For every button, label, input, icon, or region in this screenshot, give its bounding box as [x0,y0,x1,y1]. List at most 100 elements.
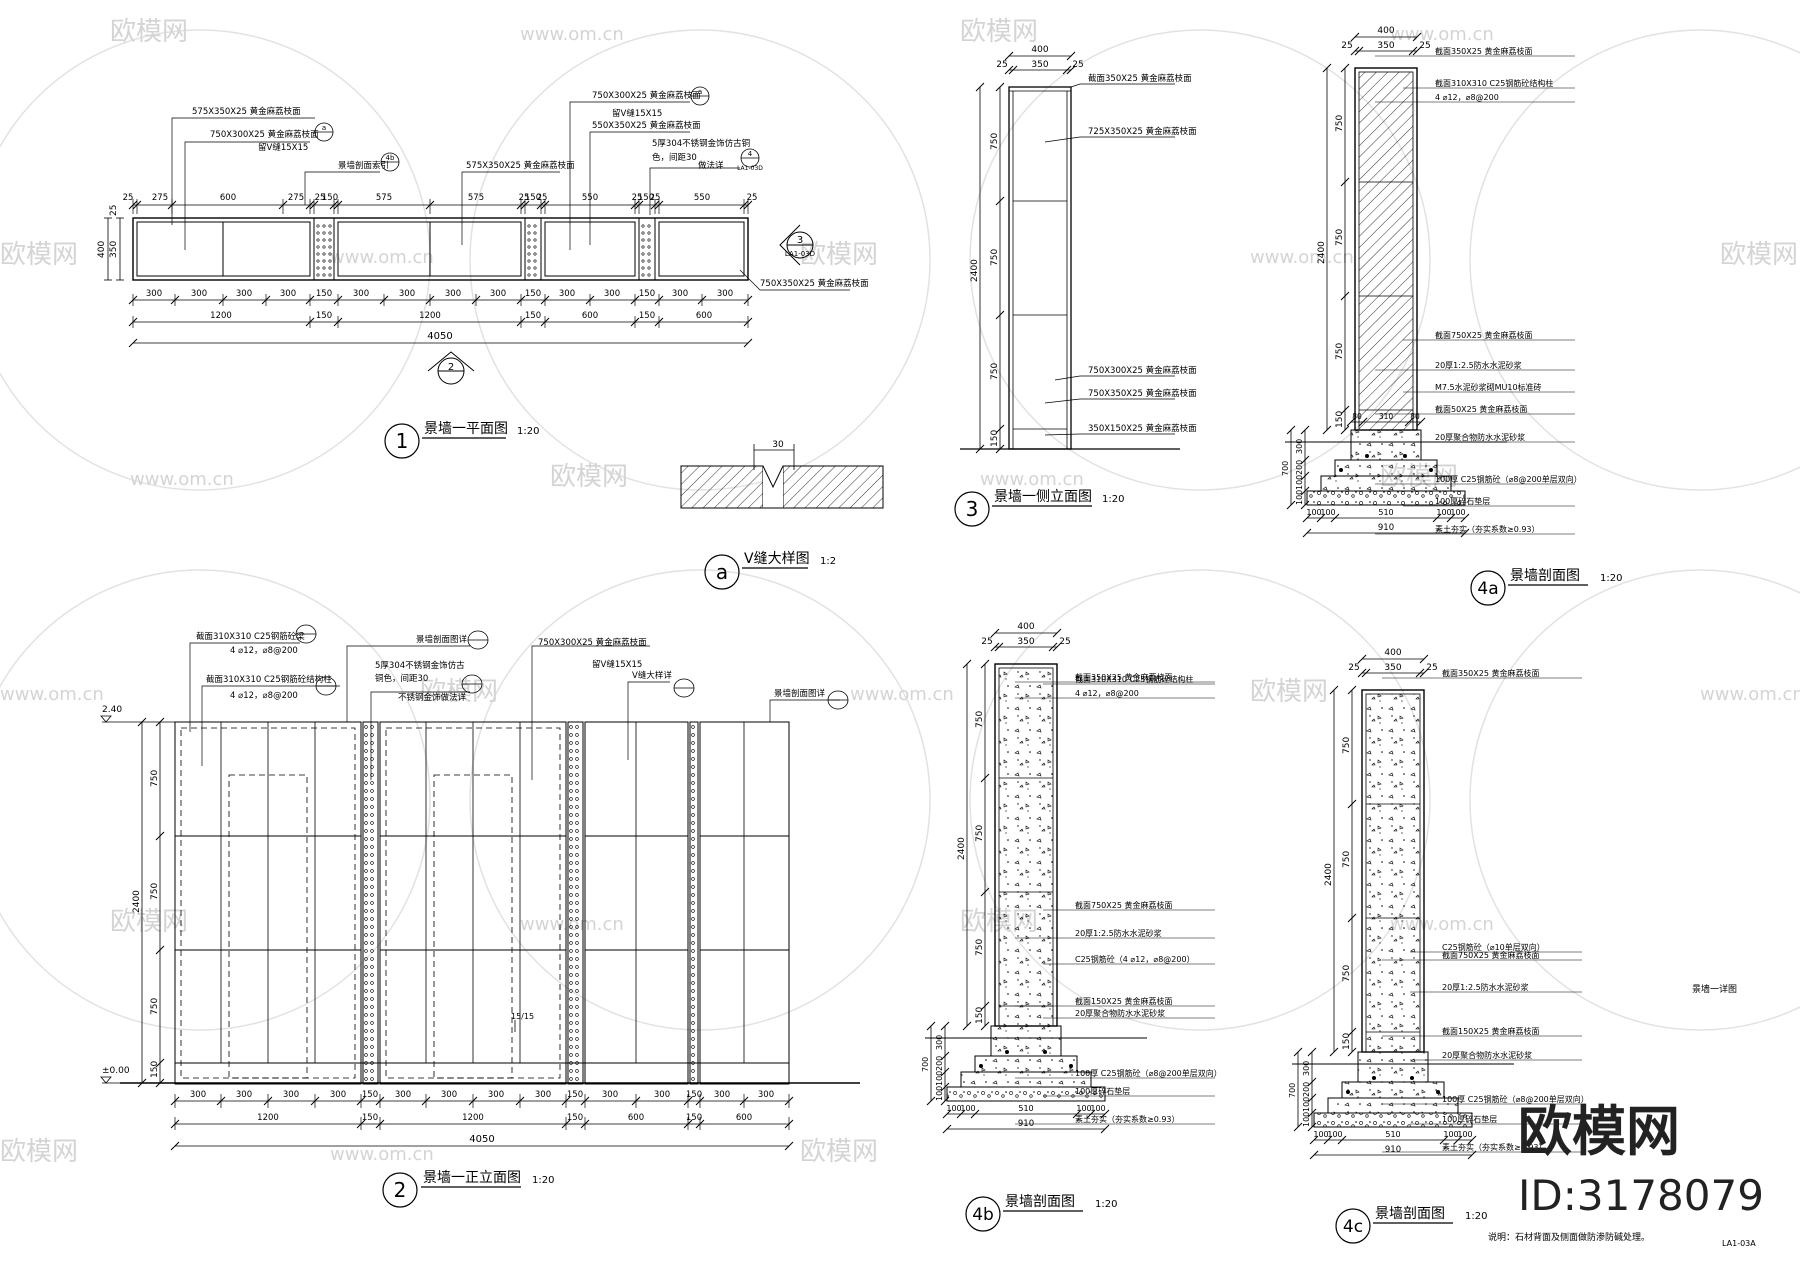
plan-label-0: 575X350X25 黄金麻荔枝面 [192,106,301,117]
sec4a-label-7: 20厚聚合物防水水泥砂浆 [1435,432,1525,442]
plan-bottom-dim: 300 [399,289,415,299]
plan-bottom-dim: 150 [316,289,332,299]
elev-bottom-dim-sum: 150 [567,1113,583,1123]
plan-label-10: 做法详 [698,160,724,171]
elev-bottom-dim: 150 [362,1090,378,1100]
sec4c-left-dim-2: 750 [1342,965,1352,982]
plan-ref-4-sheet: LA1-03D [737,165,763,172]
plan-top-dim: 600 [220,193,236,203]
plan-bottom-dim: 300 [191,289,207,299]
plan-left-dim-25: 25 [109,205,119,216]
sec4c-total-h: 2400 [1324,863,1334,886]
watermark-text: www.om.cn [520,24,624,45]
elev-bottom-dim: 300 [283,1090,299,1100]
elev-bottom-dim-sum: 150 [686,1113,702,1123]
sec4c-bottom-total: 910 [1385,1145,1401,1155]
plan-bottom-dim: 300 [717,289,733,299]
elev-bottom-dim-sum: 150 [362,1113,378,1123]
plan-total-dim: 4050 [427,331,452,342]
elev-label-1: 4 ⌀12，⌀8@200 [230,646,298,656]
plan-label-5: 750X300X25 黄金麻荔枝面 [592,90,701,101]
sec4c-bottom-dim: 100 [1443,1130,1458,1139]
side-title-num: 3 [966,497,979,521]
elev-label-9: 留V缝15X15 [592,659,642,670]
sec4a-label-3: 截面750X25 黄金麻荔枝面 [1435,330,1532,340]
elev-bottom-dim: 150 [567,1090,583,1100]
sec4a-left-dim-1: 750 [1335,229,1345,246]
watermark-text: 欧模网 [1720,240,1798,270]
sec4b-found-total: 700 [921,1057,930,1072]
plan-title-num: 1 [396,429,409,453]
sec4c-label-1: C25钢筋砼（⌀10单层双向） [1442,942,1545,952]
side-left-dim-0: 750 [990,133,1000,150]
sec4b-found-dim-3: 100 [935,1086,944,1101]
plan-top-dim: 575 [376,193,392,203]
side-label-0: 截面350X25 黄金麻荔枝面 [1088,73,1192,84]
sec4a-label-8: 100厚 C25钢筋砼（⌀8@200单层双向） [1435,474,1582,484]
sec4a-label-2: 4 ⌀12，⌀8@200 [1435,93,1499,102]
sec4b-label-6: 截面150X25 黄金麻荔枝面 [1075,996,1172,1006]
side-label-4: 350X150X25 黄金麻荔枝面 [1088,423,1197,434]
sec4b-label-7: 20厚聚合物防水水泥砂浆 [1075,1008,1165,1018]
sec4b-left-dim-0: 750 [975,711,985,728]
plan-ref-a: a [322,124,326,132]
sec4c-left-dim-0: 750 [1342,737,1352,754]
sec4c-found-total: 700 [1288,1083,1297,1098]
elev-label-3: 4 ⌀12，⌀8@200 [230,691,298,701]
plan-bottom-dim: 150 [639,289,655,299]
sec4c-found-dim-0: 300 [1302,1061,1311,1076]
side-left-dim-3: 150 [990,430,1000,447]
side-top-dim-25b: 25 [1072,60,1083,70]
plan-ref-4: 4 [748,150,753,158]
plan-top-dim: 275 [152,193,168,203]
sec4c-top-dim-25a: 25 [1348,663,1359,673]
sec4a-bottom-dim: 100 [1436,508,1451,517]
elev-bottom-dim: 300 [395,1090,411,1100]
plan-bottom-dim: 300 [280,289,296,299]
watermark-text: 欧模网 [0,1137,78,1167]
plan-marker-3: 3 [797,235,803,246]
watermark-text: 欧模网 [0,240,78,270]
elev-bottom-dim: 300 [654,1090,670,1100]
side-title: 景墙一侧立面图 [994,489,1092,505]
watermark-text: 欧模网 [110,17,188,47]
sec4a-left-dim-3: 150 [1335,411,1345,428]
elev-left-dim-3: 750 [150,770,160,787]
plan-title: 景墙一平面图 [424,421,508,437]
vjoint-title-num: a [716,560,728,584]
elev-mark: 15/15 [511,1012,534,1021]
sec4b-label-9: 100厚碎石垫层 [1075,1086,1130,1096]
sec4b-label-1: 截面310X310 C25钢筋砼结构柱 [1075,674,1193,684]
sec4a-found-dim-1: 200 [1295,460,1304,475]
elev-label-7: 不锈钢金饰做法详 [398,692,467,703]
sec4c-found-dim-2: 100 [1302,1097,1311,1112]
plan-bottom-dim-sum: 150 [525,311,541,321]
elev-bottom-dim: 300 [441,1090,457,1100]
sec4a-found-dim-0: 300 [1295,439,1304,454]
elev-left-dim-2: 750 [150,883,160,900]
sec4a-bottom-total: 910 [1378,523,1394,533]
plan-marker-2: 2 [448,362,454,373]
plan-top-dim: 25 [632,193,643,203]
v-joint-detail: 30 a V缝大样图 1:2 [680,440,884,590]
elev-left-dim-0: 150 [150,1061,160,1078]
plan-top-dim: 25 [519,193,530,203]
sheet-code: LA1-03A [1722,1239,1756,1248]
elev-label-6: 铜色，间距30 [375,673,428,684]
sec4a-bottom-dim: 100 [1450,508,1465,517]
sec4b-left-dim-1: 750 [975,825,985,842]
sec4a-top-dim-400: 400 [1377,26,1394,36]
elev-title-num: 2 [394,1178,407,1202]
sec4b-label-4: 20厚1:2.5防水水泥砂浆 [1075,928,1162,938]
elev-total-h: 2400 [132,890,142,913]
side-title-scale: 1:20 [1102,494,1124,505]
sec4b-top-dim-25b: 25 [1059,637,1070,647]
sec4b-left-dim-2: 750 [975,939,985,956]
elev-bottom-dim: 300 [602,1090,618,1100]
sec4a-title-num: 4a [1477,579,1498,599]
sec4a-inner-dim: 310 [1379,412,1394,421]
sec4c-bottom-dim: 100 [1327,1130,1342,1139]
plan-bottom-dim-sum: 150 [639,311,655,321]
